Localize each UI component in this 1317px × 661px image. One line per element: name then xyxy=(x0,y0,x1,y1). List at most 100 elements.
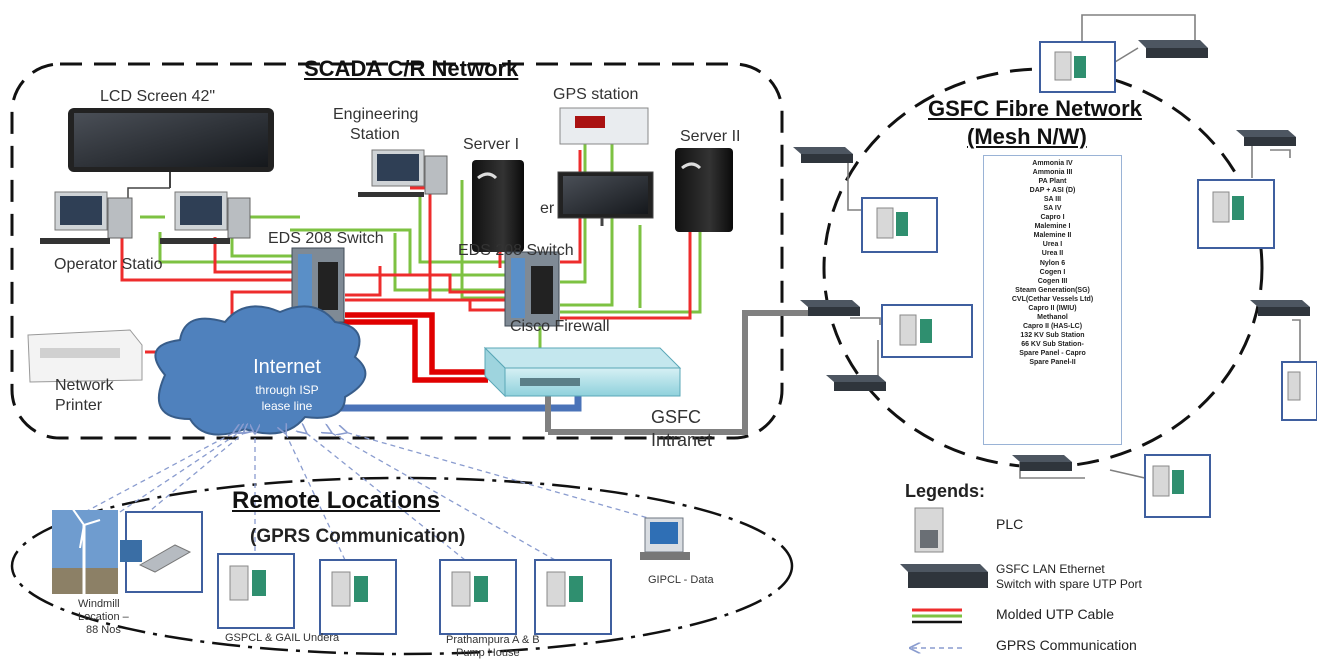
remote-title: Remote Locations xyxy=(232,487,441,514)
fibre-boundary xyxy=(822,67,1264,469)
printer-label-1: Network xyxy=(55,377,114,394)
fibre-switch-left-3 xyxy=(826,375,886,391)
gps-device xyxy=(559,107,649,145)
plant-item: Capro II (HAS-LC) xyxy=(1022,322,1083,330)
plant-item: SA IV xyxy=(1043,205,1062,213)
scada-title: SCADA C/R Network xyxy=(304,56,519,81)
printer-label-2: Printer xyxy=(55,397,103,414)
plant-item: Methanol xyxy=(1037,313,1068,321)
fibre-title-1: GSFC Fibre Network xyxy=(928,96,1142,121)
engineering-label-2: Station xyxy=(350,126,400,143)
plant-item: Malemine II xyxy=(1033,232,1072,240)
plant-item: SA III xyxy=(1043,196,1062,204)
remote-plc-4 xyxy=(534,559,612,635)
internet-cloud xyxy=(154,305,367,436)
firewall-label: Cisco Firewall xyxy=(510,318,610,335)
fibre-title-2: (Mesh N/W) xyxy=(967,124,1087,149)
windmill-label-3: 88 Nos xyxy=(86,624,121,636)
legend-cable-symbol xyxy=(912,608,962,624)
red-thick-cable xyxy=(340,312,500,383)
legend-switch-label-2: Switch with spare UTP Port xyxy=(996,577,1142,591)
internet-title: Internet xyxy=(253,356,321,378)
legend-cable-label: Molded UTP Cable xyxy=(996,606,1115,622)
plant-item: Cogen I xyxy=(1039,268,1066,276)
plant-item: 132 KV Sub Station xyxy=(1020,331,1085,339)
operator-pc-1 xyxy=(40,191,133,244)
lcd-screen xyxy=(68,108,274,202)
gps-label: GPS station xyxy=(553,86,639,103)
remote-boundary xyxy=(10,476,794,656)
windmill-image xyxy=(52,504,142,594)
prathampura-label-1: Prathampura A & B xyxy=(446,634,540,646)
firewall-device xyxy=(483,346,682,398)
internet-line-1: through ISP xyxy=(255,383,319,397)
legend-title: Legends: xyxy=(905,481,986,501)
plant-item: Cogen III xyxy=(1037,277,1068,285)
fibre-switch-bottom xyxy=(1012,455,1072,471)
green-cables xyxy=(140,138,702,380)
plant-item: Malemine I xyxy=(1034,223,1071,231)
remote-plc-3 xyxy=(439,559,517,635)
network-printer xyxy=(27,329,143,383)
server1-label: Server I xyxy=(463,136,520,153)
plc-box-fibre-5 xyxy=(1281,361,1317,421)
fibre-switch-left-1 xyxy=(793,147,853,163)
plant-item: DAP + ASI (D) xyxy=(1029,187,1076,195)
gspcl-label: GSPCL & GAIL Undera xyxy=(225,632,340,644)
plant-item: Urea II xyxy=(1041,250,1064,258)
plc-box-fibre-1 xyxy=(1039,41,1116,93)
gipcl-computer xyxy=(640,517,690,560)
plc-box-fibre-6 xyxy=(1144,454,1211,518)
intranet-label-1: GSFC xyxy=(651,407,702,427)
plant-item: Capro II (IWIU) xyxy=(1028,304,1077,312)
legend-plc-symbol xyxy=(914,507,944,553)
plant-item: 66 KV Sub Station- xyxy=(1021,340,1084,348)
console-monitor xyxy=(557,171,654,226)
operator-label: Operator Statio xyxy=(54,256,163,273)
plant-item: Nylon 6 xyxy=(1039,259,1066,267)
internet-line-2: lease line xyxy=(261,399,313,413)
prathampura-label-2: Pump House xyxy=(456,647,520,659)
remote-plc-1 xyxy=(217,553,295,629)
eds-switch-2 xyxy=(504,251,560,327)
plc-box-fibre-4 xyxy=(881,304,973,358)
engineering-pc xyxy=(358,149,448,197)
server-2 xyxy=(675,148,733,232)
plant-item: Capro I xyxy=(1040,214,1065,222)
legend-plc-label: PLC xyxy=(996,516,1024,532)
legend-switch-symbol xyxy=(900,564,988,588)
remote-subtitle: (GPRS Communication) xyxy=(250,526,466,547)
gipcl-label: GIPCL - Data xyxy=(648,574,714,586)
server-1 xyxy=(472,160,524,252)
switch1-label: EDS 208 Switch xyxy=(268,230,384,247)
engineering-label-1: Engineering xyxy=(333,106,419,123)
legend-switch-label-1: GSFC LAN Ethernet xyxy=(996,562,1105,576)
switch2-label: EDS 208 Switch xyxy=(458,242,574,259)
plant-item: Spare Panel - Capro xyxy=(1019,349,1086,357)
plc-box-fibre-3 xyxy=(1197,179,1275,249)
legend-gprs-label: GPRS Communication xyxy=(996,637,1137,653)
intranet-label-2: Intranet xyxy=(651,430,713,450)
plant-item: Spare Panel-II xyxy=(1029,359,1076,367)
console-label: er xyxy=(540,200,555,217)
lcd-label: LCD Screen 42" xyxy=(100,88,216,105)
plant-item: Urea I xyxy=(1042,241,1063,249)
fibre-switch-right-2 xyxy=(1250,300,1310,316)
plant-item: Ammonia IV xyxy=(1032,160,1073,167)
remote-plc-2 xyxy=(319,559,397,635)
plant-item: CVL(Cethar Vessels Ltd) xyxy=(1011,295,1094,303)
fibre-switch-top xyxy=(1138,40,1208,58)
plant-item: Ammonia III xyxy=(1032,169,1073,177)
server2-label: Server II xyxy=(680,128,741,145)
scada-boundary xyxy=(10,62,784,440)
windmill-label-2: Location – xyxy=(78,611,129,623)
gprs-links xyxy=(84,432,656,561)
plc-box-fibre-2 xyxy=(861,197,938,253)
fibre-switch-right-1 xyxy=(1236,130,1296,146)
windmill-label-1: Windmill xyxy=(78,598,120,610)
plant-item: Steam Generation(SG) xyxy=(1015,286,1090,294)
operator-pc-2 xyxy=(160,191,251,244)
